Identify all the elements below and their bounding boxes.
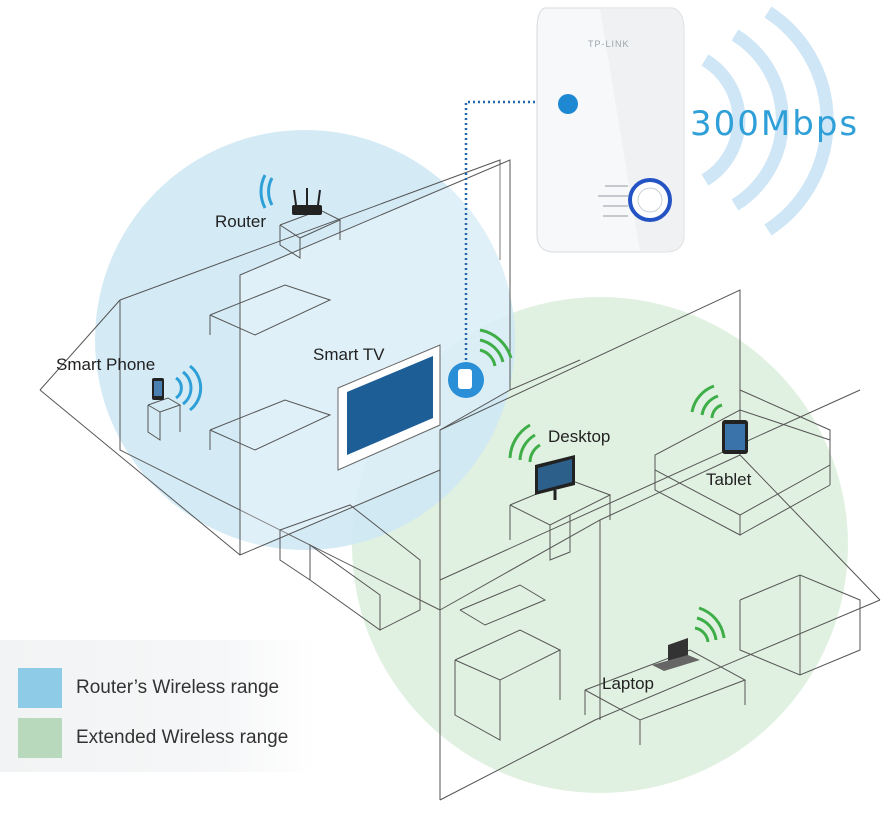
router-range-circle — [95, 130, 515, 550]
desktop-label: Desktop — [548, 427, 611, 446]
smart-tv-label: Smart TV — [313, 345, 385, 364]
smart-phone-device — [152, 364, 203, 412]
speed-label: 300Mbps — [690, 104, 860, 144]
extender-indicator-dot — [558, 94, 578, 114]
tablet-label: Tablet — [706, 470, 752, 489]
tablet-device — [690, 384, 748, 454]
brand-logo: TP-LINK — [588, 39, 630, 49]
legend-item-router-range: Router’s Wireless range — [18, 668, 308, 708]
extender-on-wall — [448, 328, 513, 398]
smart-phone-label: Smart Phone — [56, 355, 156, 374]
router-label: Router — [215, 212, 267, 231]
legend-swatch-router — [18, 668, 62, 708]
legend-label-extended: Extended Wireless range — [76, 727, 289, 748]
legend-label-router: Router’s Wireless range — [76, 677, 280, 698]
legend-item-extended-range: Extended Wireless range — [18, 718, 308, 758]
laptop-label: Laptop — [602, 674, 654, 693]
wifi-signal-arcs — [701, 6, 834, 236]
router-device — [259, 174, 322, 215]
range-extender-product: TP-LINK — [536, 7, 685, 253]
legend-swatch-extended — [18, 718, 62, 758]
legend: Router’s Wireless range Extended Wireles… — [0, 640, 318, 772]
house-wireframe — [39, 159, 881, 801]
laptop-device — [652, 606, 726, 671]
connection-line — [464, 100, 560, 360]
desktop-device — [508, 423, 575, 500]
smart-tv-device — [337, 344, 441, 471]
